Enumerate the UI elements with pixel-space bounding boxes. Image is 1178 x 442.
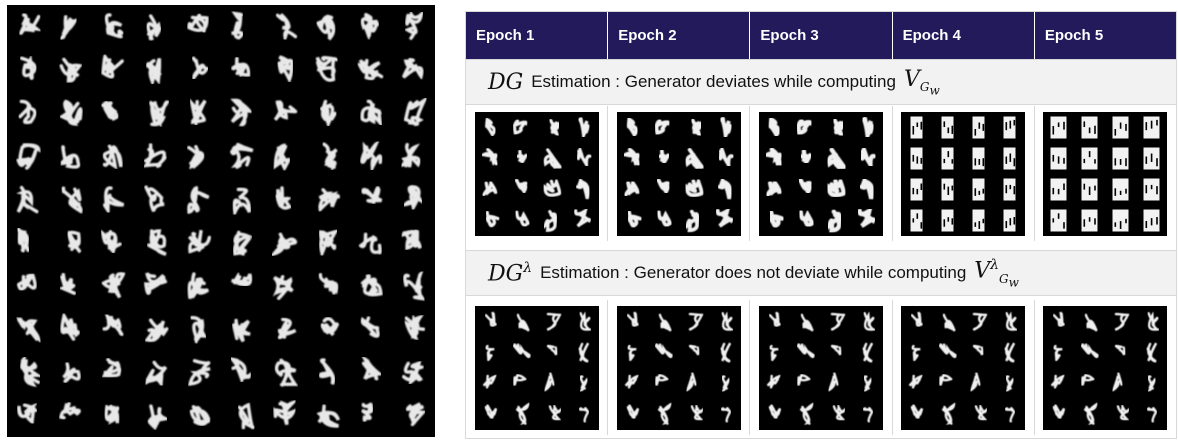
row-title-dg-lambda-label: Estimation : Generator does not deviate …: [540, 263, 967, 282]
dg-lambda-epoch-3-cell: [750, 300, 893, 435]
row-title-dg-lambda: DGλ Estimation : Generator does not devi…: [466, 250, 1176, 296]
epoch-comparison-table: Epoch 1 Epoch 2 Epoch 3 Epoch 4 Epoch 5 …: [465, 11, 1177, 439]
dg-epoch-3-cell: [750, 106, 893, 241]
header-epoch-5: Epoch 5: [1044, 27, 1104, 44]
dg-epoch-3-image: [759, 111, 883, 236]
dg-epoch-5-image: [1043, 111, 1168, 236]
dg-epoch-1-image: [474, 111, 599, 236]
dg-lambda-epoch-5-cell: [1035, 300, 1176, 435]
dg-lambda-epoch-3-image: [759, 305, 883, 430]
generated-digits-svg: [14, 9, 429, 431]
row-title-dg: DG Estimation : Generator deviates while…: [466, 59, 1176, 105]
dg-lambda-epoch-4-image: [901, 305, 1026, 430]
header-epoch-1: Epoch 1: [466, 12, 609, 59]
math-v-gw: VGw: [903, 66, 940, 98]
math-dg-lambda: DGλ: [488, 259, 533, 287]
dg-image-row: [466, 106, 1176, 241]
dg-epoch-2-cell: [608, 106, 751, 241]
row-title-dg-label: Estimation : Generator deviates while co…: [531, 72, 896, 91]
dg-epoch-4-cell: [893, 106, 1035, 241]
header-epoch-4: Epoch 4: [893, 12, 1035, 59]
generated-digits-grid-image: [7, 5, 435, 437]
dg-lambda-epoch-2-image: [616, 305, 741, 430]
header-epoch-2: Epoch 2: [608, 12, 751, 59]
dg-lambda-epoch-5-image: [1043, 305, 1168, 430]
header-epoch-3: Epoch 3: [750, 12, 893, 59]
dg-epoch-2-image: [616, 111, 741, 236]
math-dg: DG: [488, 69, 524, 95]
dg-lambda-epoch-1-cell: [466, 300, 609, 435]
dg-lambda-epoch-1-image: [474, 305, 599, 430]
dg-epoch-5-cell: [1035, 106, 1176, 241]
table-header: Epoch 1 Epoch 2 Epoch 3 Epoch 4 Epoch 5: [466, 12, 1176, 59]
dg-lambda-epoch-2-cell: [608, 300, 751, 435]
dg-epoch-4-image: [901, 111, 1026, 236]
dg-epoch-1-cell: [466, 106, 609, 241]
math-v-lambda-gw: VλGw: [974, 256, 1019, 290]
dg-lambda-image-row: [466, 300, 1176, 435]
dg-lambda-epoch-4-cell: [893, 300, 1035, 435]
